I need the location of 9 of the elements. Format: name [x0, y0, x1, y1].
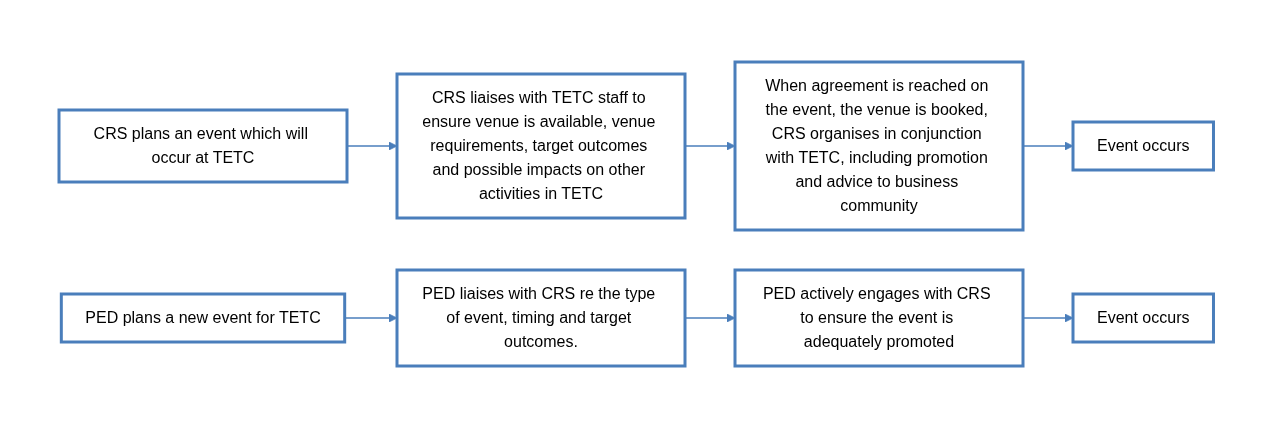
node-box: When agreement is reached on the event, the venue is booked, CRS organises in conjunction with TETC, including promotion and advice to business community [733, 60, 1025, 232]
node-box: PED liaises with CRS re the type of event, timing and target outcomes. [395, 268, 687, 368]
node-box: Event occurs [1071, 292, 1216, 344]
node-box: PED actively engages with CRS to ensure the event is adequately promoted [733, 268, 1025, 368]
node-box: Event occurs [1071, 120, 1216, 172]
arrow [344, 313, 398, 323]
node-box: PED plans a new event for TETC [60, 292, 347, 344]
node-box: CRS liaises with TETC staff to ensure venue is available, venue requirements, target outcomes and possible impacts on other activities in TETC [395, 72, 687, 220]
node-box: CRS plans an event which will occur at TETC [57, 108, 349, 184]
